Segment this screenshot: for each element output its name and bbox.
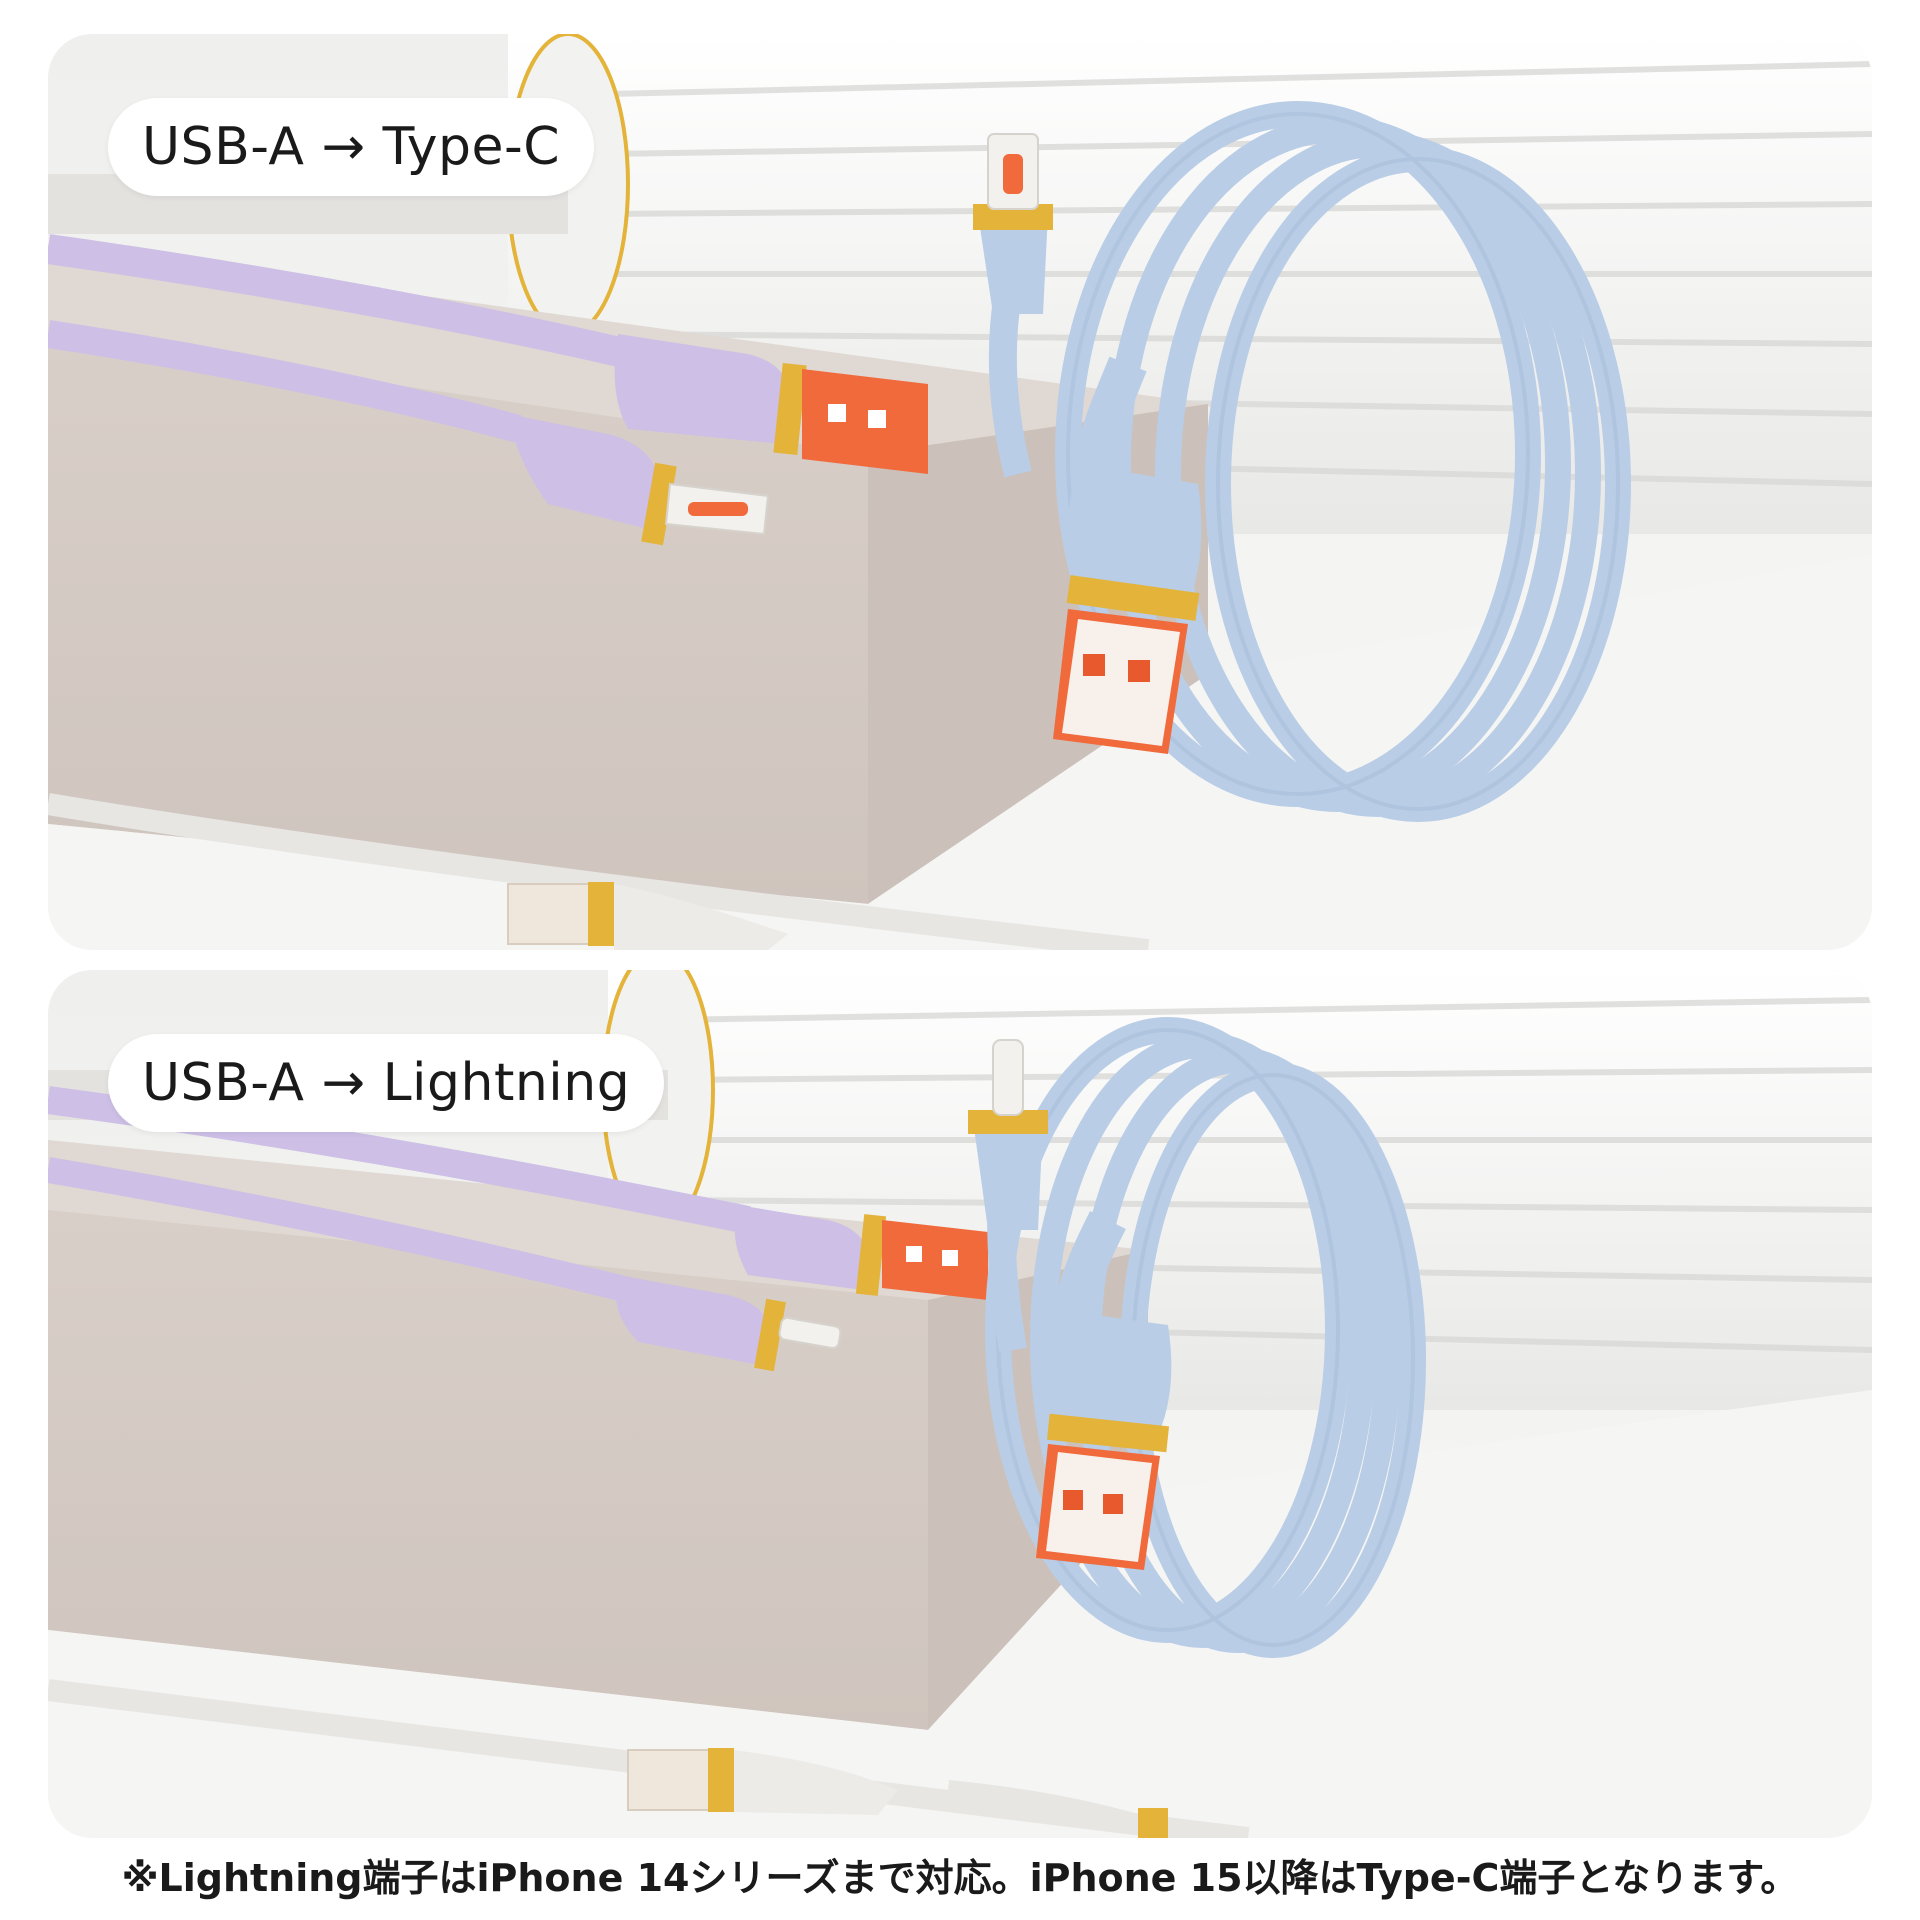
type-c-photo [48, 34, 1872, 950]
panel-type-c: USB-A → Type-C [48, 34, 1872, 950]
blue-lightning-plug [992, 1039, 1024, 1116]
connector-label-lightning: USB-A → Lightning [108, 1034, 665, 1132]
lavender-usb-a-plug [802, 369, 928, 474]
connector-label-type-c: USB-A → Type-C [108, 98, 595, 196]
lavender-usb-a-plug-2 [882, 1220, 988, 1300]
compatibility-footnote: ※Lightning端子はiPhone 14シリーズまで対応。iPhone 15… [121, 1856, 1799, 1900]
lavender-lightning-plug [778, 1316, 842, 1350]
panel-lightning: USB-A → Lightning [48, 970, 1872, 1838]
